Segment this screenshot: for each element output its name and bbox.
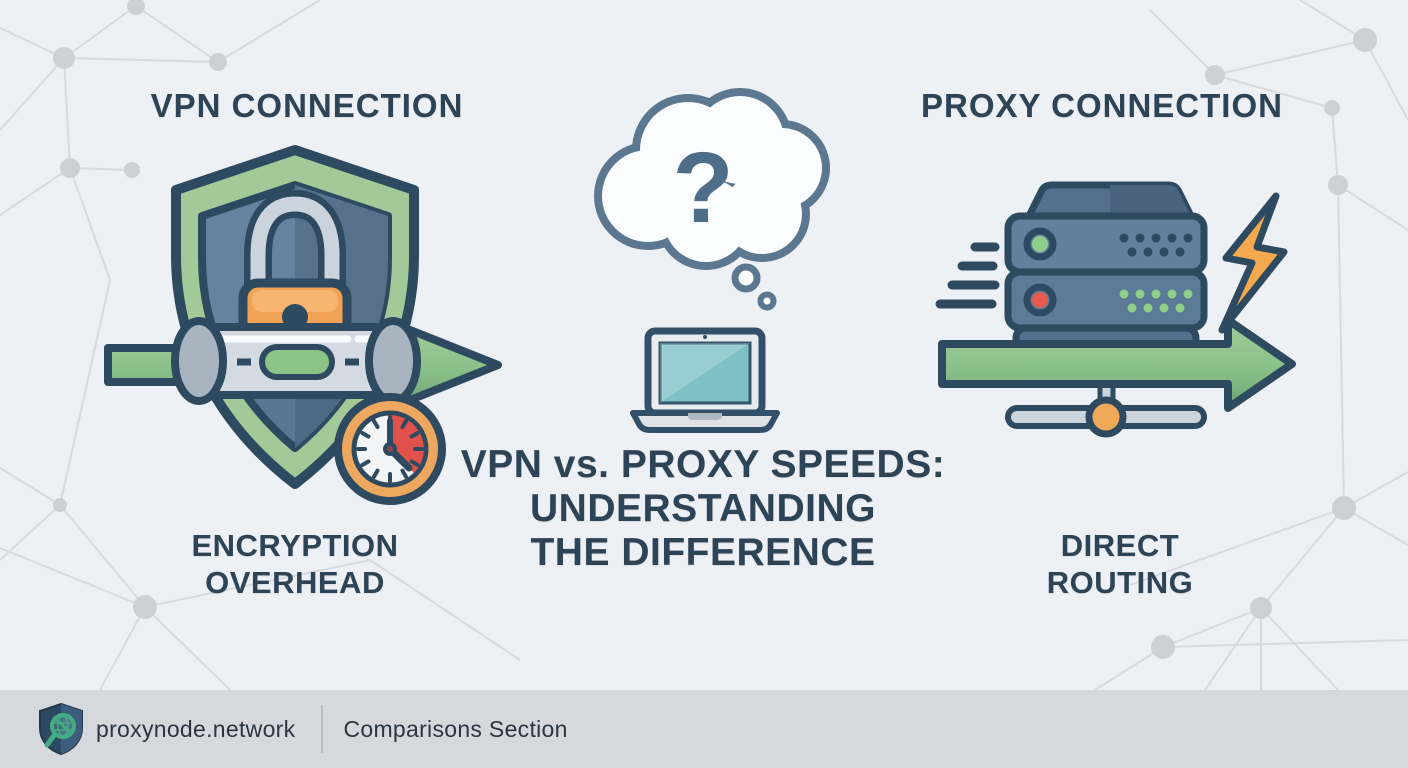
- vpn-heading: VPN CONNECTION: [150, 87, 464, 124]
- encrypted-tunnel-icon: [171, 317, 421, 405]
- footer-divider: [321, 705, 324, 753]
- proxy-server-icon: [1004, 181, 1208, 368]
- proxy-caption-line1: DIRECT: [1060, 528, 1180, 563]
- laptop-icon: [630, 327, 780, 433]
- main-title-line1: VPN vs. PROXY SPEEDS:: [460, 443, 946, 486]
- flow-arrow-icon: [938, 316, 1296, 412]
- vpn-caption-line1: ENCRYPTION: [191, 528, 399, 563]
- lightning-bolt-icon: [1218, 192, 1288, 334]
- proxy-illustration: [935, 181, 1296, 438]
- proxy-caption: DIRECT ROUTING: [970, 527, 1270, 601]
- footer-bar: proxynode.network Comparisons Section: [0, 690, 1408, 768]
- proxy-caption-line2: ROUTING: [1046, 565, 1194, 600]
- main-title-line3: THE DIFFERENCE: [530, 531, 876, 574]
- data-packet-capsule: [259, 344, 335, 380]
- network-pattern-nodes: [53, 0, 1377, 659]
- server-vents-dark: [1119, 233, 1193, 257]
- status-light-ring: [1023, 227, 1057, 261]
- center-illustration: ?: [594, 88, 830, 433]
- vpn-caption-line2: OVERHEAD: [205, 565, 385, 600]
- network-pattern-background: [0, 0, 1408, 691]
- main-title: VPN vs. PROXY SPEEDS: UNDERSTANDING THE …: [428, 443, 978, 575]
- footer-section: Comparisons Section: [343, 715, 568, 742]
- status-light-green: [1032, 236, 1048, 252]
- thought-bubble-icon: [594, 88, 830, 311]
- question-mark-icon: ?: [672, 132, 733, 244]
- main-title-line2: UNDERSTANDING: [530, 487, 876, 530]
- delay-clock-icon: [334, 393, 446, 505]
- shield-magnifier-logo: [39, 702, 83, 756]
- status-light-ring: [1023, 283, 1057, 317]
- vpn-illustration: [104, 145, 502, 505]
- speed-lines-icon: [935, 242, 1000, 309]
- vpn-caption: ENCRYPTION OVERHEAD: [145, 527, 445, 601]
- status-light-red: [1032, 292, 1048, 308]
- proxy-heading: PROXY CONNECTION: [921, 87, 1283, 124]
- footer-brand: proxynode.network: [96, 715, 296, 742]
- server-vents-green: [1119, 289, 1193, 313]
- network-node-icon: [1005, 377, 1207, 438]
